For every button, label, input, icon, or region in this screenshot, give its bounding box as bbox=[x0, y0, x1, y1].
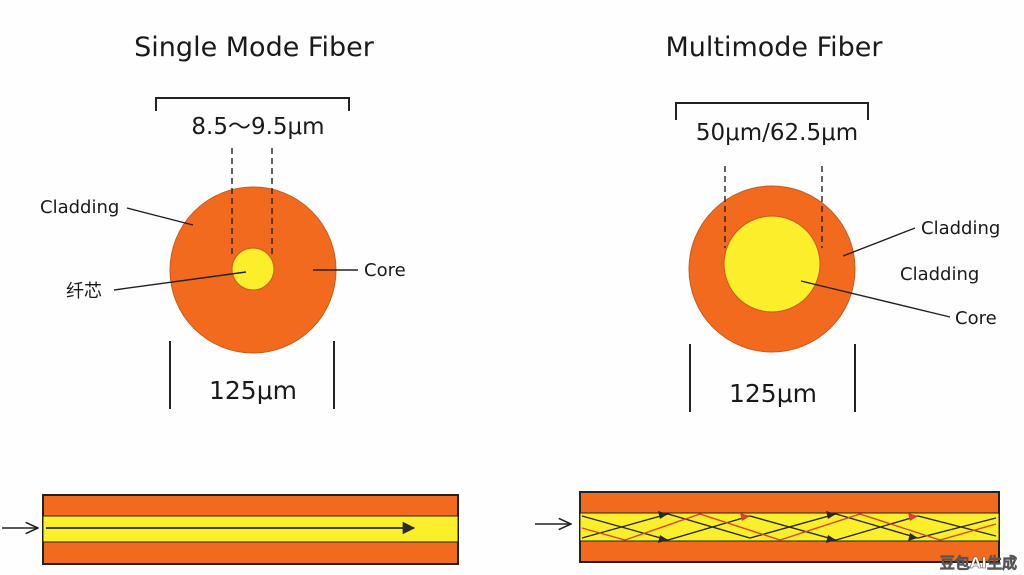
single-mode-top-bracket bbox=[155, 97, 350, 111]
multimode-ray-arrowhead bbox=[908, 533, 918, 541]
multimode-ray-arrowhead bbox=[658, 511, 668, 519]
multimode-core-circle bbox=[723, 215, 821, 313]
single-mode-core-cn-leader bbox=[113, 271, 247, 291]
multimode-title: Multimode Fiber bbox=[665, 32, 883, 63]
single-mode-section: Single Mode Fiber 8.5～9.5μm Cladding 纤芯 … bbox=[2, 32, 459, 565]
single-mode-core-label: Core bbox=[364, 260, 406, 281]
single-mode-title: Single Mode Fiber bbox=[134, 32, 375, 63]
multimode-ray-arrowhead bbox=[908, 513, 918, 521]
single-mode-core-circle bbox=[231, 247, 275, 291]
watermark-text: 豆包AI生成 bbox=[940, 554, 1017, 572]
single-mode-fiber-core bbox=[42, 515, 459, 543]
single-mode-outer-dimension: 125μm bbox=[209, 376, 297, 405]
multimode-ray-arrowhead bbox=[658, 535, 668, 543]
multimode-cladding-leader bbox=[842, 227, 916, 257]
multimode-core-label: Core bbox=[955, 308, 997, 329]
multimode-ray-arrowhead bbox=[740, 513, 750, 521]
multimode-top-bracket bbox=[675, 102, 869, 120]
single-mode-core-dimension: 8.5～9.5μm bbox=[191, 114, 324, 140]
multimode-core-leader bbox=[800, 280, 951, 318]
multimode-cladding-mid-label: Cladding bbox=[900, 264, 979, 285]
multimode-section: Multimode Fiber 50μm/62.5μm Cladding Cla… bbox=[535, 32, 1000, 563]
multimode-ray-arrowhead bbox=[826, 535, 836, 543]
multimode-ray-3 bbox=[581, 513, 997, 541]
multimode-ray-2 bbox=[581, 513, 997, 539]
single-mode-core-cn-label: 纤芯 bbox=[66, 281, 102, 302]
multimode-outer-dimension: 125μm bbox=[729, 379, 817, 408]
multimode-ray-1 bbox=[581, 515, 997, 541]
single-mode-cladding-label: Cladding bbox=[40, 197, 119, 218]
multimode-cladding-top-label: Cladding bbox=[921, 218, 1000, 239]
multimode-ray-arrowhead bbox=[826, 511, 836, 519]
multimode-core-dimension: 50μm/62.5μm bbox=[696, 120, 858, 146]
single-mode-cladding-leader bbox=[126, 207, 194, 226]
